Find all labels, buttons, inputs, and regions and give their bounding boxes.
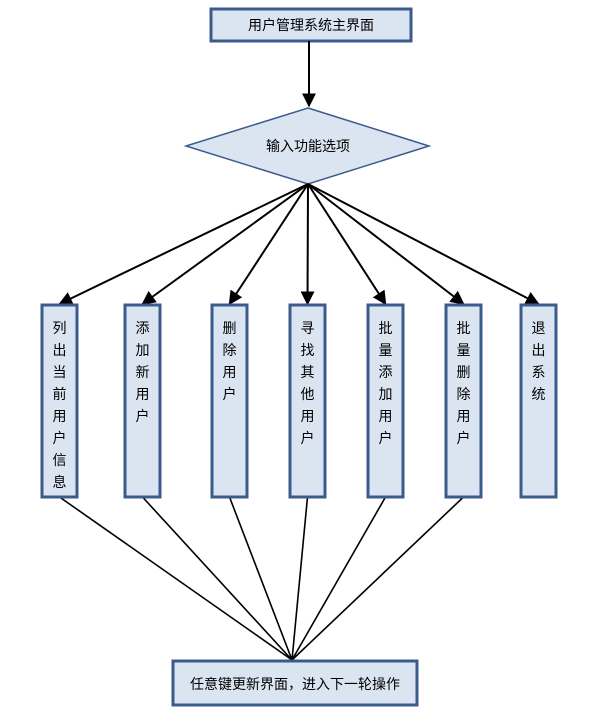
arrow-to-delete: [228, 183, 309, 306]
option-box-exit: [519, 303, 558, 499]
option-arrows: [58, 183, 540, 306]
arrow-to-add: [141, 183, 309, 305]
arrow-to-batch-add: [307, 183, 387, 306]
line-from-find: [291, 496, 309, 661]
option-box-batch-delete: [444, 303, 483, 499]
option-label-add: 添加新用户: [136, 321, 150, 425]
option-label-batch-add: 批量添加用户: [379, 321, 393, 447]
option-box-add: [123, 303, 162, 499]
line-from-add: [141, 496, 293, 661]
line-from-delete: [228, 496, 293, 661]
option-label-exit: 退出系统: [532, 321, 546, 403]
line-from-batch-delete: [291, 496, 465, 661]
option-box-list: [40, 303, 79, 499]
arrow-to-exit: [307, 183, 540, 305]
option-box-find: [288, 303, 327, 499]
option-box-delete: [210, 303, 249, 499]
refresh-interface-box: [171, 659, 419, 707]
decision-label: 输入功能选项: [266, 139, 350, 155]
arrow-to-batch-delete: [307, 183, 465, 305]
option-boxes: 列出当前用户信息 添加新用户 删除用户 寻找其他用户 批量添加用户 批量删除用户 退出系统: [40, 303, 558, 499]
main-interface-label: 用户管理系统主界面: [248, 17, 374, 34]
option-label-list: 列出当前用户信息: [53, 321, 67, 491]
option-label-find: 寻找其他用户: [301, 321, 315, 447]
line-from-list: [59, 496, 293, 661]
converging-lines: [59, 496, 465, 661]
option-label-batch-delete: 批量删除用户: [457, 321, 471, 447]
refresh-interface-label: 任意键更新界面，进入下一轮操作: [190, 676, 400, 693]
option-box-batch-add: [366, 303, 405, 499]
main-interface-box: [209, 7, 413, 43]
arrow-to-list: [58, 183, 309, 305]
arrow-to-find: [300, 183, 315, 306]
option-label-delete: 删除用户: [223, 321, 237, 403]
line-from-batch-add: [291, 496, 387, 661]
